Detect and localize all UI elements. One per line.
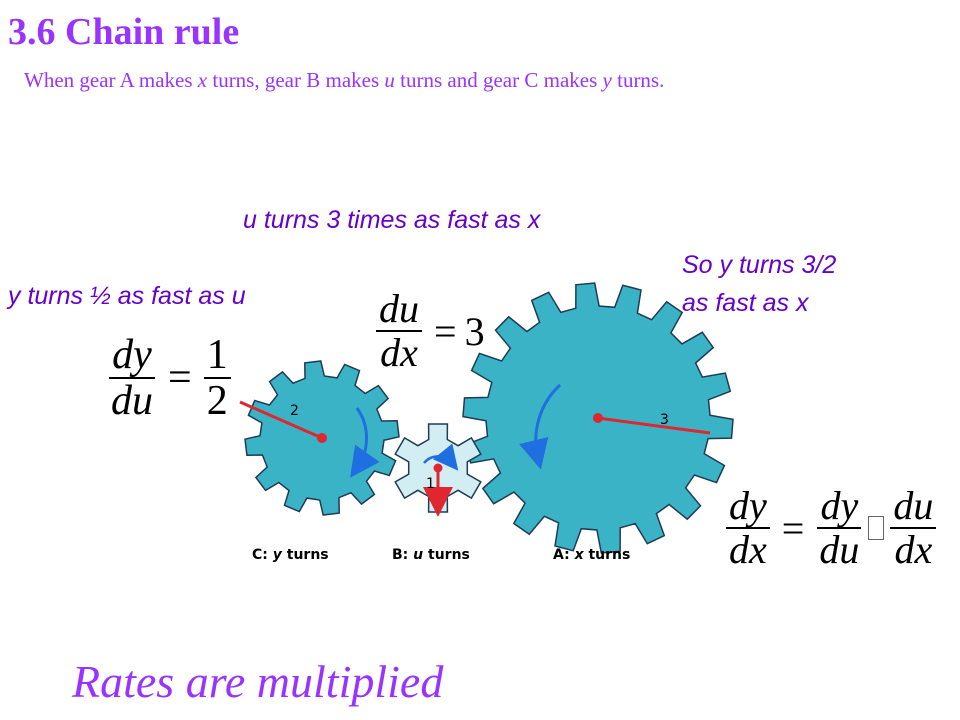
note-u-rate: u turns 3 times as fast as x <box>243 206 541 234</box>
fraction-numerator: 1 <box>203 333 231 380</box>
subtitle-text: When gear A makes <box>24 68 198 92</box>
gear-a-radius <box>597 416 711 435</box>
fraction-numerator: du <box>893 483 934 528</box>
fraction-denominator: du <box>819 527 860 572</box>
note-conclusion: So y turns 3/2 as fast as x <box>682 246 836 322</box>
fraction-denominator: du <box>111 378 153 425</box>
gear-a-rotation-arrow <box>519 383 562 470</box>
note-conclusion-line2: as fast as x <box>682 289 809 317</box>
caption-text: B: <box>392 547 414 563</box>
caption-gear-b: B: u turns <box>392 547 470 563</box>
equals-sign: = <box>434 308 457 354</box>
formula-du-dx: du dx = 3 <box>372 288 485 374</box>
gear-a-label: 3 <box>660 412 669 428</box>
subtitle-text: turns and gear C makes <box>394 68 603 92</box>
fraction-numerator: dy <box>729 483 767 528</box>
fraction-numerator: du <box>379 286 419 331</box>
caption-var: y <box>272 547 282 563</box>
caption-text: C: <box>252 547 273 563</box>
formula-chain-rule: dy dx = dy du du dx <box>722 485 940 571</box>
equals-sign: = <box>168 355 192 402</box>
formula-dy-du: dy du = 1 2 <box>104 333 235 423</box>
subtitle-var-u: u <box>384 68 395 92</box>
gear-c-label: 2 <box>290 403 299 419</box>
fraction-one-half: 1 2 <box>203 333 231 425</box>
caption-text: turns <box>281 547 329 563</box>
slide-subtitle: When gear A makes x turns, gear B makes … <box>24 68 664 93</box>
gear-a: 3 <box>462 282 734 554</box>
slide-title: 3.6 Chain rule <box>8 11 240 53</box>
gear-c-radius <box>239 400 323 440</box>
subtitle-text: turns. <box>611 68 665 92</box>
subtitle-text: turns, gear B makes <box>207 68 385 92</box>
subtitle-var-x: x <box>197 68 208 92</box>
caption-gear-c: C: y turns <box>252 547 329 563</box>
fraction-du-dx: du dx <box>376 288 422 374</box>
gear-c-rotation-arrow <box>350 407 380 478</box>
fraction-du-dx: du dx <box>890 483 937 572</box>
fraction-dy-du: dy du <box>816 485 862 571</box>
formula-value: 3 <box>464 308 485 354</box>
fraction-denominator: dx <box>894 527 933 572</box>
caption-text: turns <box>583 547 631 563</box>
note-conclusion-line1: So y turns 3/2 <box>682 251 837 279</box>
gear-a-center <box>593 413 603 423</box>
subtitle-var-y: y <box>602 68 612 92</box>
caption-text: A: <box>553 547 575 563</box>
note-y-rate: y turns ½ as fast as u <box>8 282 246 310</box>
gear-b-center <box>433 463 443 473</box>
gear-b: 1 <box>394 423 482 517</box>
gear-c: 2 <box>239 360 400 516</box>
caption-gear-a: A: x turns <box>553 547 630 563</box>
fraction-denominator: dx <box>380 330 418 375</box>
fraction-dy-du: dy du <box>108 333 156 423</box>
gear-b-rotation-arrow <box>423 443 459 471</box>
gear-c-center <box>317 433 327 443</box>
fraction-numerator: dy <box>112 332 152 378</box>
fraction-denominator: 2 <box>206 378 228 425</box>
slide-footer: Rates are multiplied <box>72 656 444 707</box>
caption-var: x <box>574 547 584 563</box>
equals-sign: = <box>781 505 805 551</box>
missing-glyph-box <box>868 516 885 540</box>
gear-b-label: 1 <box>426 476 435 492</box>
fraction-numerator: dy <box>820 483 859 528</box>
caption-text: turns <box>423 547 470 563</box>
fraction-dy-dx: dy dx <box>726 485 770 571</box>
fraction-denominator: dx <box>729 527 767 572</box>
caption-var: u <box>413 547 424 563</box>
